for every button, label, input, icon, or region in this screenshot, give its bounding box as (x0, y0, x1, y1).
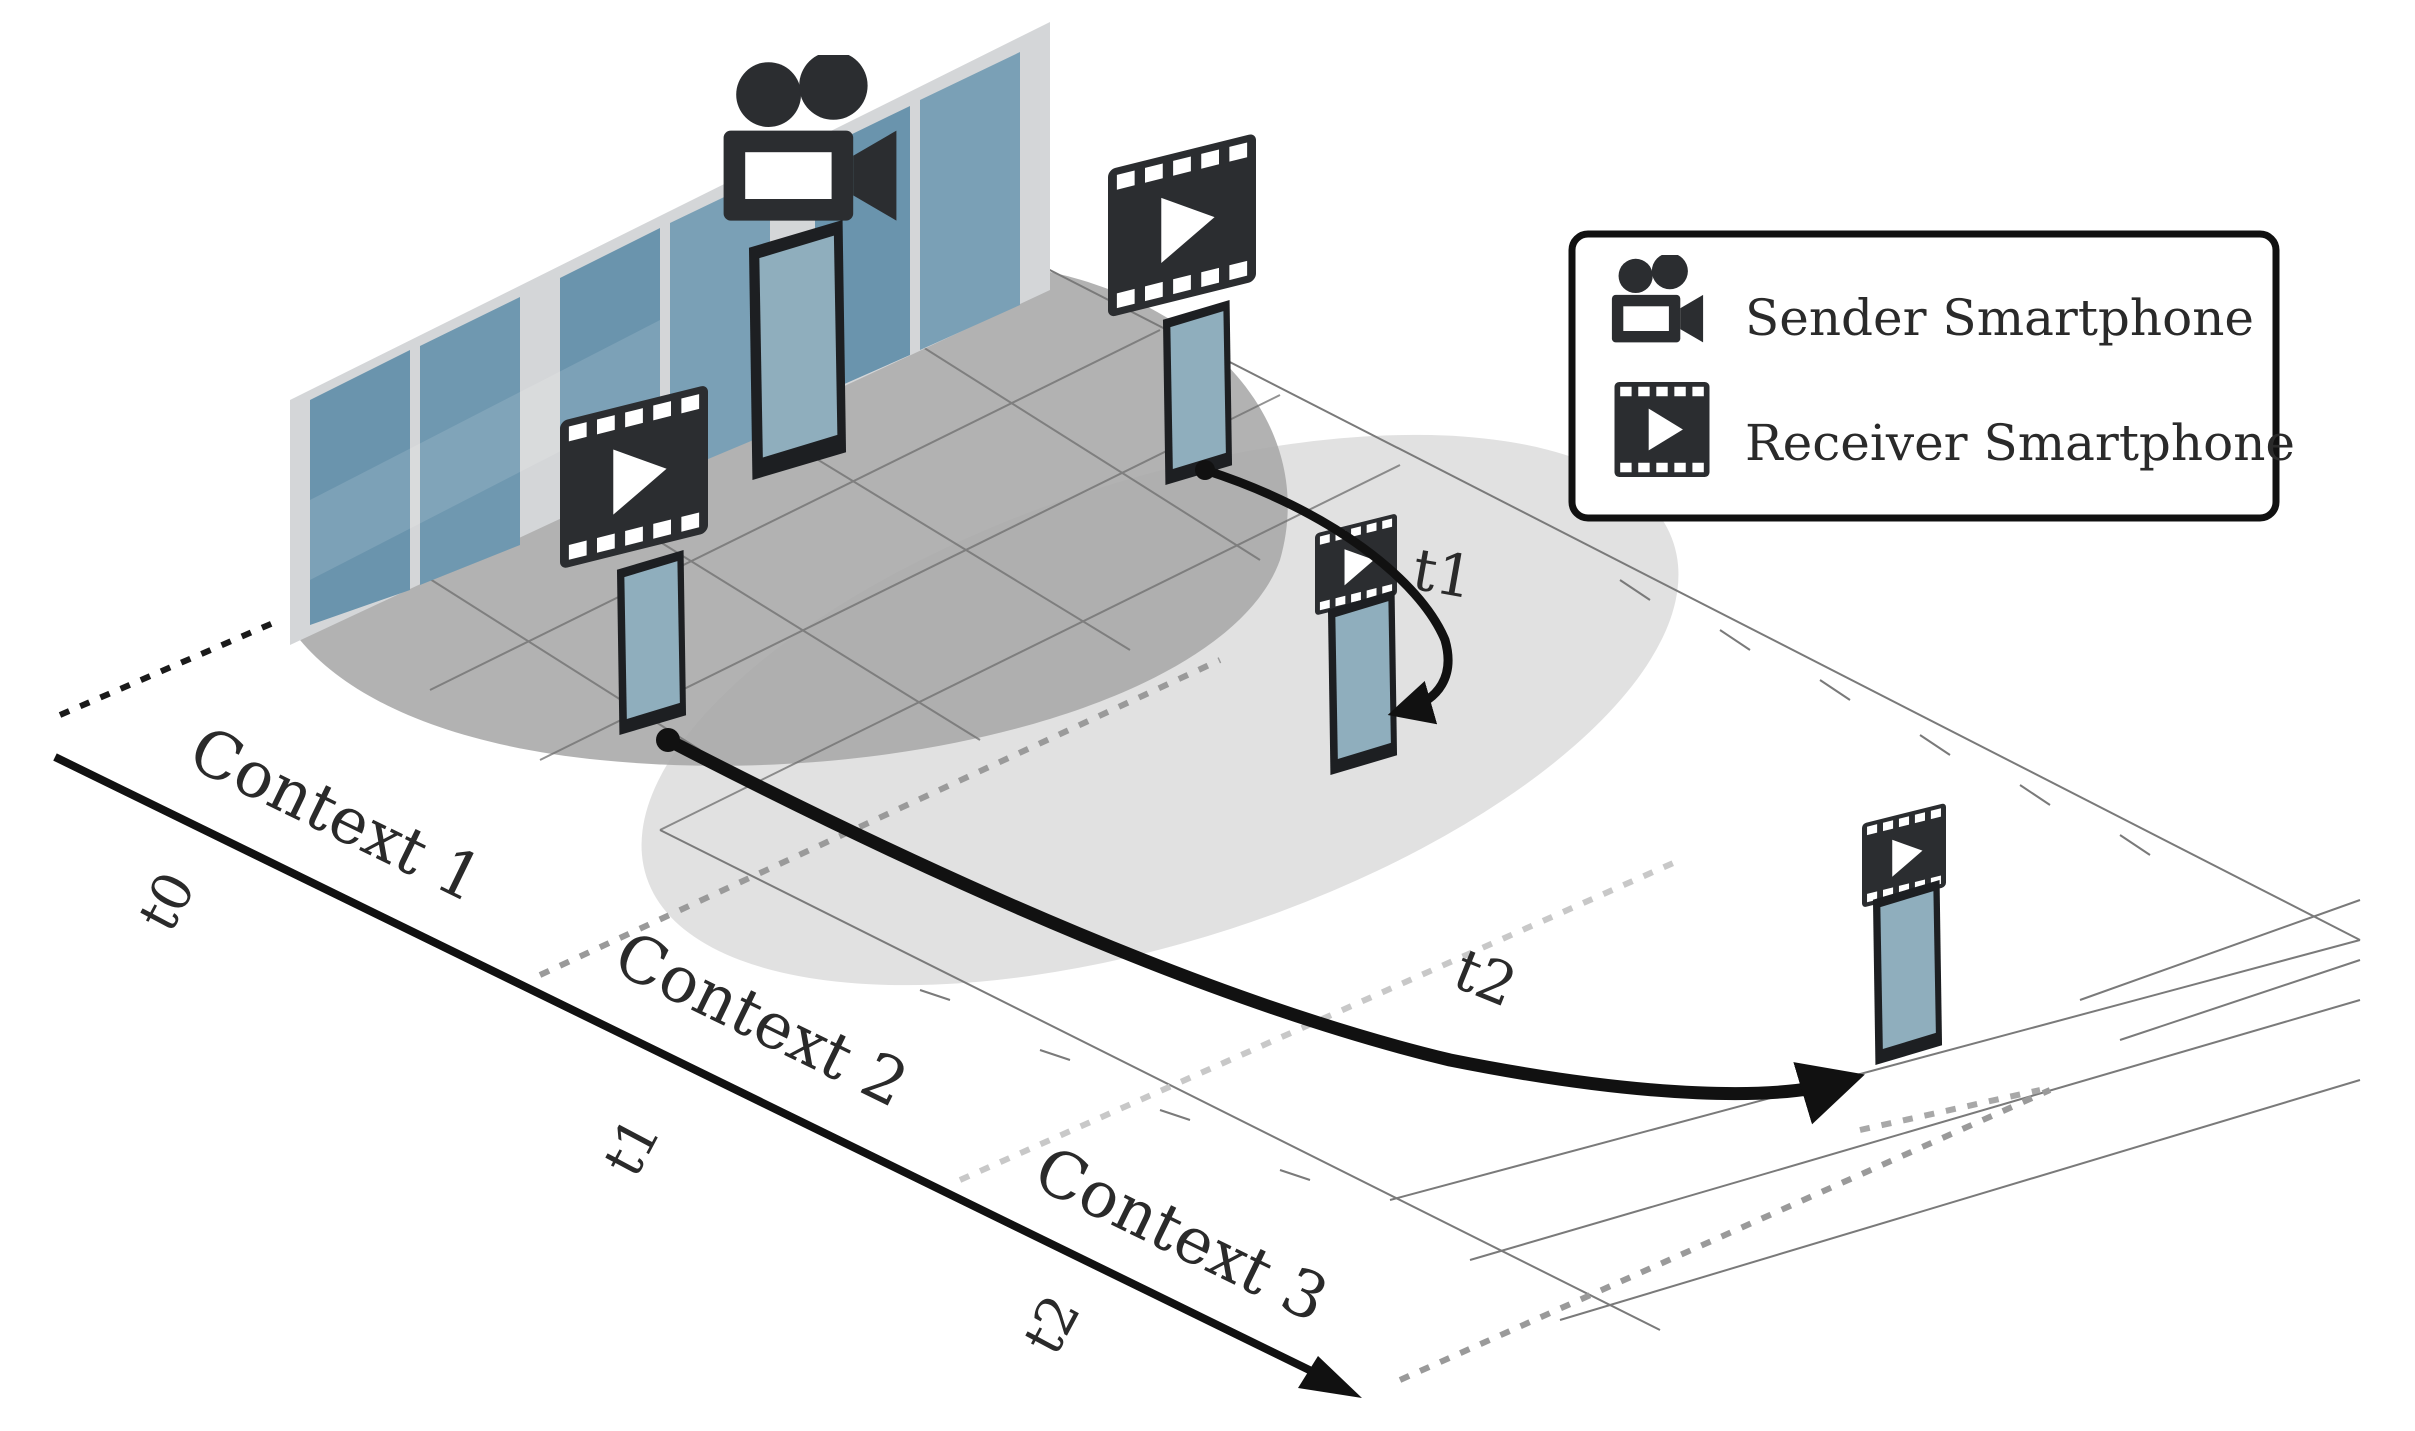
time-label-t2: t2 (1011, 1285, 1093, 1364)
time-label-t1: t1 (591, 1107, 673, 1186)
receiver-phone-1 (616, 550, 687, 735)
wall-panel-2 (420, 297, 520, 585)
film-play-icon (1614, 382, 1710, 477)
context-1-label: Context 1 (178, 713, 494, 918)
short-path-label: t1 (1408, 535, 1479, 612)
sender-phone (748, 220, 847, 480)
wall-panel-6 (920, 52, 1020, 350)
film-play-icon (1108, 132, 1256, 318)
legend-box (1568, 230, 2280, 522)
long-path-label: t2 (1445, 935, 1526, 1021)
receiver-phone-3 (1327, 590, 1398, 775)
timeline-axis (53, 753, 1362, 1398)
context-boundaries (58, 617, 2052, 1383)
legend-receiver-label: Receiver Smartphone (1745, 414, 2295, 472)
time-label-t0: t0 (126, 862, 208, 941)
wall-reflection (310, 320, 660, 580)
receiver-device-t2 (1862, 802, 1946, 1065)
floor (58, 264, 2361, 1383)
outdoor-grid (659, 264, 2361, 1331)
movement-paths (656, 460, 1865, 1125)
receiver-phone-2 (1162, 300, 1233, 485)
receiver-phone-4 (1872, 880, 1943, 1065)
short-path-arrow (1200, 465, 1453, 725)
legend: Sender Smartphone Receiver Smartphone (1568, 230, 2295, 522)
long-path-arrow (661, 733, 1865, 1125)
legend-sender-label: Sender Smartphone (1745, 289, 2254, 347)
wall-panel-1 (310, 350, 410, 625)
